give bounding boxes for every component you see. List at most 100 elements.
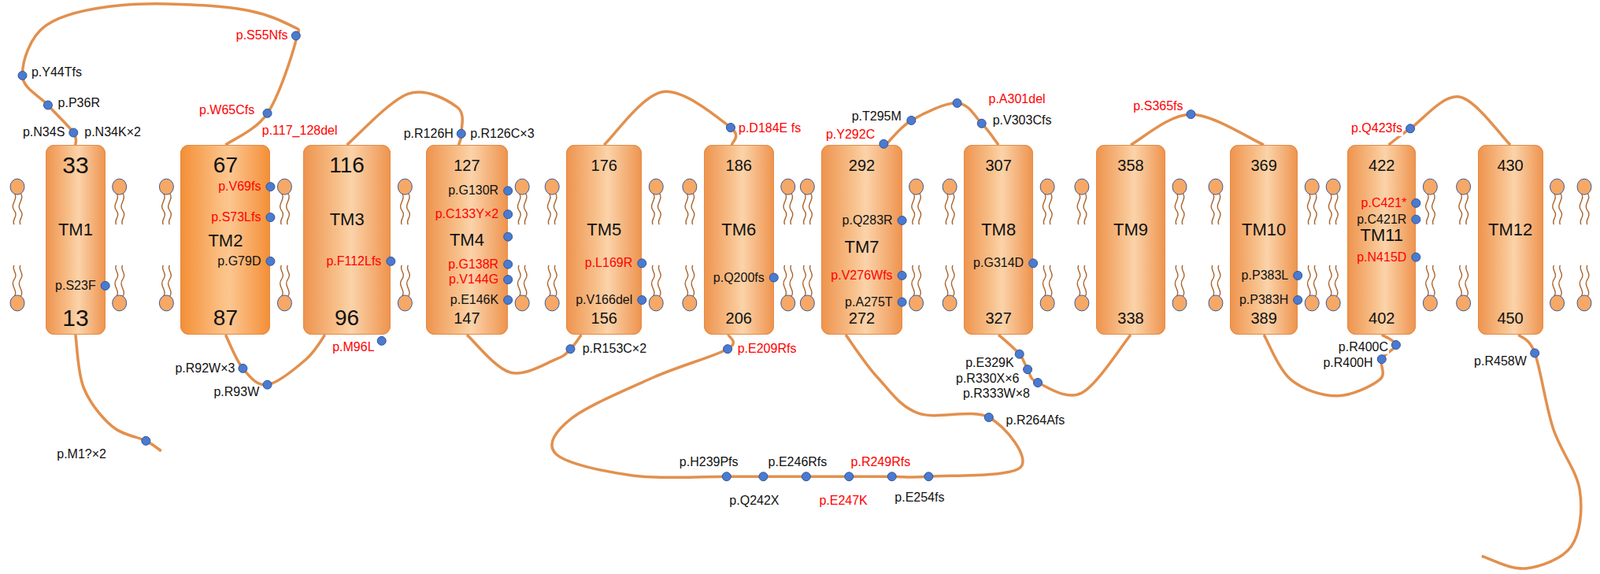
- loop-line: [1388, 96, 1512, 145]
- mutation-dot: [377, 336, 386, 345]
- mutation-label: p.R153C×2: [581, 341, 648, 356]
- mutation-label: p.Q423fs: [1350, 121, 1404, 136]
- lipid-tail: [1334, 192, 1338, 225]
- mutation-label: p.E246Rfs: [767, 455, 829, 470]
- lipid-head: [1456, 178, 1471, 195]
- lipid-head: [397, 295, 412, 312]
- residue-number: 96: [334, 307, 360, 330]
- mutation-label: p.E209Rfs: [737, 341, 798, 356]
- mutation-label: p.M96L: [331, 339, 375, 354]
- tm-helix: 127TM4147p.G130Rp.C133Y×2p.G138Rp.V144Gp…: [425, 144, 509, 335]
- mutation-label: p.V166del: [575, 293, 633, 307]
- lipid-tail: [1328, 265, 1332, 297]
- mutation-dot: [566, 344, 575, 354]
- mutation-label: p.H239Pfs: [678, 455, 740, 470]
- mutation-dot: [262, 380, 272, 389]
- mutation-label: p.R92W×3: [174, 361, 236, 376]
- mutation-label: p.R400H: [1322, 355, 1374, 371]
- lipid-tail: [1313, 192, 1317, 225]
- mutation-dot: [723, 344, 733, 354]
- residue-number: 147: [453, 310, 480, 326]
- helix-name: TM10: [1241, 221, 1286, 239]
- lipid-tail: [12, 192, 16, 225]
- lipid-tail: [658, 192, 662, 225]
- lipid-head: [909, 295, 924, 312]
- residue-number: 307: [985, 157, 1012, 174]
- lipid-tail: [517, 265, 521, 297]
- loop-line: [347, 92, 463, 145]
- lipid-tail: [1425, 192, 1430, 225]
- mutation-label: p.R330X×6: [955, 371, 1021, 386]
- lipid-tail: [168, 192, 172, 225]
- lipid-head: [112, 295, 127, 312]
- lipid-tail: [1579, 192, 1583, 225]
- lipid-tail: [1465, 192, 1469, 225]
- lipid-head: [1550, 295, 1565, 312]
- lipid-tail: [1313, 265, 1317, 297]
- residue-number: 13: [62, 306, 89, 330]
- residue-number: 156: [591, 310, 618, 326]
- lipid-head: [159, 295, 174, 312]
- lipid-tail: [918, 265, 922, 297]
- lipid-head: [514, 178, 530, 195]
- mutation-label: p.S365fs: [1132, 99, 1184, 114]
- mutation-dot: [887, 472, 897, 482]
- lipid-head: [1040, 295, 1055, 312]
- tm-helix: 186TM6206p.Q200fs: [703, 144, 775, 335]
- helix-name: TM11: [1359, 226, 1404, 245]
- loop-line: [225, 334, 325, 386]
- mutation-dot: [907, 115, 916, 125]
- lipid-tail: [1174, 192, 1178, 225]
- mutation-label: p.N34K×2: [83, 125, 142, 140]
- mutation-label: p.E329K: [964, 355, 1015, 371]
- tm-helix: 33TM113p.S23F: [45, 144, 106, 335]
- lipid-head: [1456, 295, 1471, 312]
- mutation-label: p.Q283R: [842, 214, 893, 227]
- tm-helix: 67TM287p.V69fsp.S73Lfsp.G79D: [180, 144, 271, 335]
- lipid-head: [544, 295, 560, 312]
- lipid-head: [112, 178, 127, 195]
- lipid-tail: [685, 192, 689, 225]
- helix-name: TM3: [329, 211, 365, 229]
- lipid-tail: [547, 265, 551, 297]
- residue-number: 430: [1496, 157, 1523, 174]
- lipid-head: [277, 178, 292, 195]
- lipid-tail: [1048, 192, 1052, 225]
- residue-number: 358: [1117, 157, 1144, 174]
- mutation-label: p.C421R: [1356, 213, 1407, 226]
- residue-number: 116: [329, 154, 365, 177]
- mutation-label: p.A275T: [844, 296, 893, 309]
- residue-number: 450: [1496, 310, 1523, 326]
- lipid-tail: [691, 192, 695, 225]
- tm-helix: 307TM8327p.G314D: [963, 144, 1034, 335]
- lipid-tail: [286, 192, 290, 225]
- residue-number: 327: [985, 310, 1012, 326]
- lipid-tail: [651, 265, 656, 297]
- mutation-dot: [924, 472, 934, 482]
- loops: [22, 3, 1511, 478]
- lipid-head: [800, 178, 815, 195]
- tm-helix: 369TM10389p.P383Lp.P383H: [1229, 144, 1298, 335]
- lipid-tail: [400, 265, 404, 297]
- lipid-head: [781, 178, 796, 195]
- helix-name: TM7: [844, 238, 879, 256]
- mutation-dot: [1530, 348, 1540, 358]
- lipid-tail: [1585, 265, 1589, 297]
- mutation-label: p.G314D: [973, 256, 1024, 270]
- lipid-tail: [12, 265, 16, 297]
- lipid-tail: [783, 192, 787, 225]
- lipid-tail: [1432, 265, 1436, 297]
- lipid-tail: [951, 192, 955, 225]
- mutation-dot: [1377, 355, 1386, 364]
- mutation-dot: [1014, 349, 1024, 359]
- lipid-head: [544, 178, 560, 195]
- lipid-tail: [1217, 265, 1221, 297]
- lipid-tail: [944, 265, 949, 297]
- lipid-tail: [121, 192, 125, 225]
- mutation-dot: [1391, 340, 1400, 350]
- residue-number: 176: [591, 157, 618, 174]
- lipid-head: [648, 178, 663, 195]
- lipid-tail: [911, 192, 915, 225]
- lipid-tail: [1083, 192, 1087, 225]
